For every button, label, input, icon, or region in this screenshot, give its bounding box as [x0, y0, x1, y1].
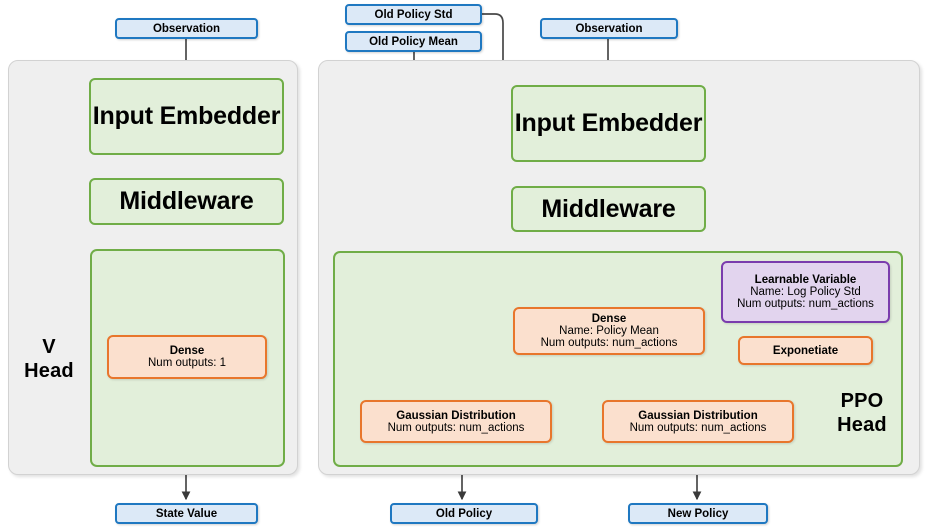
output-old-policy-label: Old Policy	[435, 507, 493, 520]
ppo-learnable-variable-num-outputs: Num outputs: num_actions	[737, 298, 874, 310]
output-new-policy-label: New Policy	[667, 507, 729, 520]
v-head-caption-line1: V	[42, 336, 56, 358]
ppo-dense-policy-mean[interactable]: Dense Name: Policy Mean Num outputs: num…	[513, 307, 705, 355]
input-observation-ppo-label: Observation	[575, 22, 643, 35]
ppo-middleware[interactable]: Middleware	[511, 186, 706, 232]
v-dense[interactable]: Dense Num outputs: 1	[107, 335, 267, 379]
input-observation-v-label: Observation	[152, 22, 221, 35]
ppo-input-embedder[interactable]: Input Embedder	[511, 85, 706, 162]
v-input-embedder[interactable]: Input Embedder	[89, 78, 284, 155]
output-state-value[interactable]: State Value	[115, 503, 258, 524]
v-dense-num-outputs: Num outputs: 1	[148, 357, 226, 369]
ppo-dense-policy-mean-num-outputs: Num outputs: num_actions	[540, 337, 678, 349]
output-new-policy[interactable]: New Policy	[628, 503, 768, 524]
input-old-policy-std[interactable]: Old Policy Std	[345, 4, 482, 25]
ppo-gaussian-old-num-outputs: Num outputs: num_actions	[387, 421, 525, 434]
input-old-policy-mean[interactable]: Old Policy Mean	[345, 31, 482, 52]
ppo-dense-policy-mean-name: Name: Policy Mean	[559, 325, 659, 337]
output-old-policy[interactable]: Old Policy	[390, 503, 538, 524]
ppo-learnable-variable-name: Name: Log Policy Std	[750, 286, 861, 298]
v-dense-title: Dense	[169, 345, 205, 357]
input-observation-v[interactable]: Observation	[115, 18, 258, 39]
ppo-gaussian-old-title: Gaussian Distribution	[396, 409, 516, 422]
ppo-learnable-variable-title: Learnable Variable	[754, 274, 857, 286]
v-head-caption-line2: Head	[24, 360, 74, 382]
v-middleware-label: Middleware	[119, 187, 254, 215]
ppo-head-caption-line1: PPO	[840, 390, 884, 412]
ppo-dense-policy-mean-title: Dense	[591, 313, 627, 325]
ppo-learnable-variable[interactable]: Learnable Variable Name: Log Policy Std …	[721, 261, 890, 323]
ppo-gaussian-new-num-outputs: Num outputs: num_actions	[629, 421, 767, 434]
ppo-gaussian-distribution-old[interactable]: Gaussian Distribution Num outputs: num_a…	[360, 400, 552, 443]
input-observation-ppo[interactable]: Observation	[540, 18, 678, 39]
output-state-value-label: State Value	[155, 507, 218, 520]
ppo-gaussian-new-title: Gaussian Distribution	[638, 409, 758, 422]
ppo-head-caption-line2: Head	[837, 414, 887, 436]
ppo-gaussian-distribution-new[interactable]: Gaussian Distribution Num outputs: num_a…	[602, 400, 794, 443]
v-input-embedder-label: Input Embedder	[92, 102, 281, 130]
ppo-exponentiate[interactable]: Exponetiate	[738, 336, 873, 365]
input-old-policy-std-label: Old Policy Std	[374, 8, 453, 21]
ppo-middleware-label: Middleware	[541, 194, 676, 223]
ppo-exponentiate-label: Exponetiate	[772, 344, 839, 357]
ppo-input-embedder-label: Input Embedder	[514, 109, 703, 137]
v-head-caption: V Head	[14, 335, 84, 383]
input-old-policy-mean-label: Old Policy Mean	[369, 35, 458, 48]
ppo-head-caption: PPO Head	[822, 389, 902, 437]
v-middleware[interactable]: Middleware	[89, 178, 284, 225]
